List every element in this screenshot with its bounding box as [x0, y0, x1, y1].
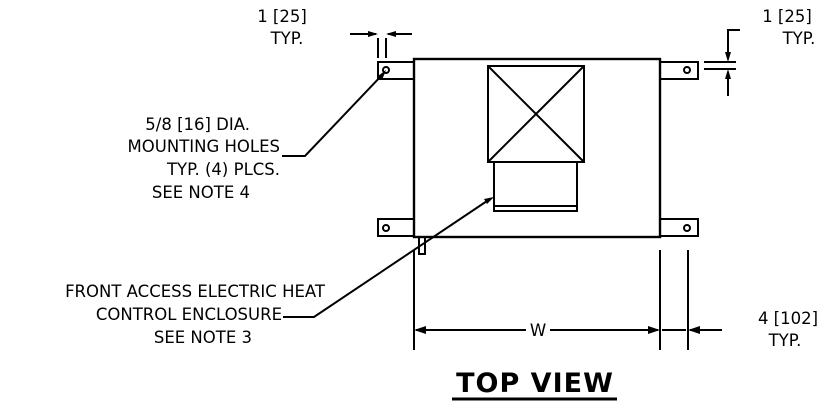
top-left-dimension	[350, 31, 412, 58]
right-dim-label: 4 [102]	[758, 309, 818, 328]
top-right-typ-label: TYP.	[782, 29, 816, 48]
fan-box	[487, 65, 585, 163]
mounting-bracket-top-right	[660, 61, 699, 80]
right-typ-label: TYP.	[768, 331, 802, 350]
width-dimension	[413, 250, 661, 350]
top-left-dim-label: 1 [25]	[257, 7, 307, 26]
view-title: TOP VIEW	[456, 368, 614, 399]
enclosure-label-line2: CONTROL ENCLOSURE	[96, 305, 282, 324]
unit-body	[412, 57, 662, 239]
holes-label-line4: SEE NOTE 4	[152, 183, 250, 202]
width-label: W	[530, 321, 546, 340]
enclosure-leader	[283, 197, 494, 318]
top-left-typ-label: TYP.	[270, 29, 304, 48]
mounting-bracket-top-left	[377, 61, 414, 80]
enclosure-label-line1: FRONT ACCESS ELECTRIC HEAT	[65, 282, 326, 301]
holes-label-line2: MOUNTING HOLES	[128, 137, 280, 156]
mounting-bracket-bottom-right	[660, 218, 699, 237]
holes-label-line1: 5/8 [16] DIA.	[145, 115, 250, 134]
holes-label-line3: TYP. (4) PLCS.	[166, 160, 280, 179]
right-dimension	[662, 250, 722, 350]
holes-leader	[282, 70, 386, 157]
top-right-dimension	[704, 29, 740, 96]
control-enclosure	[493, 162, 578, 212]
mounting-bracket-bottom-left	[377, 218, 414, 237]
top-right-dim-label: 1 [25]	[762, 7, 812, 26]
enclosure-label-line3: SEE NOTE 3	[154, 328, 252, 347]
